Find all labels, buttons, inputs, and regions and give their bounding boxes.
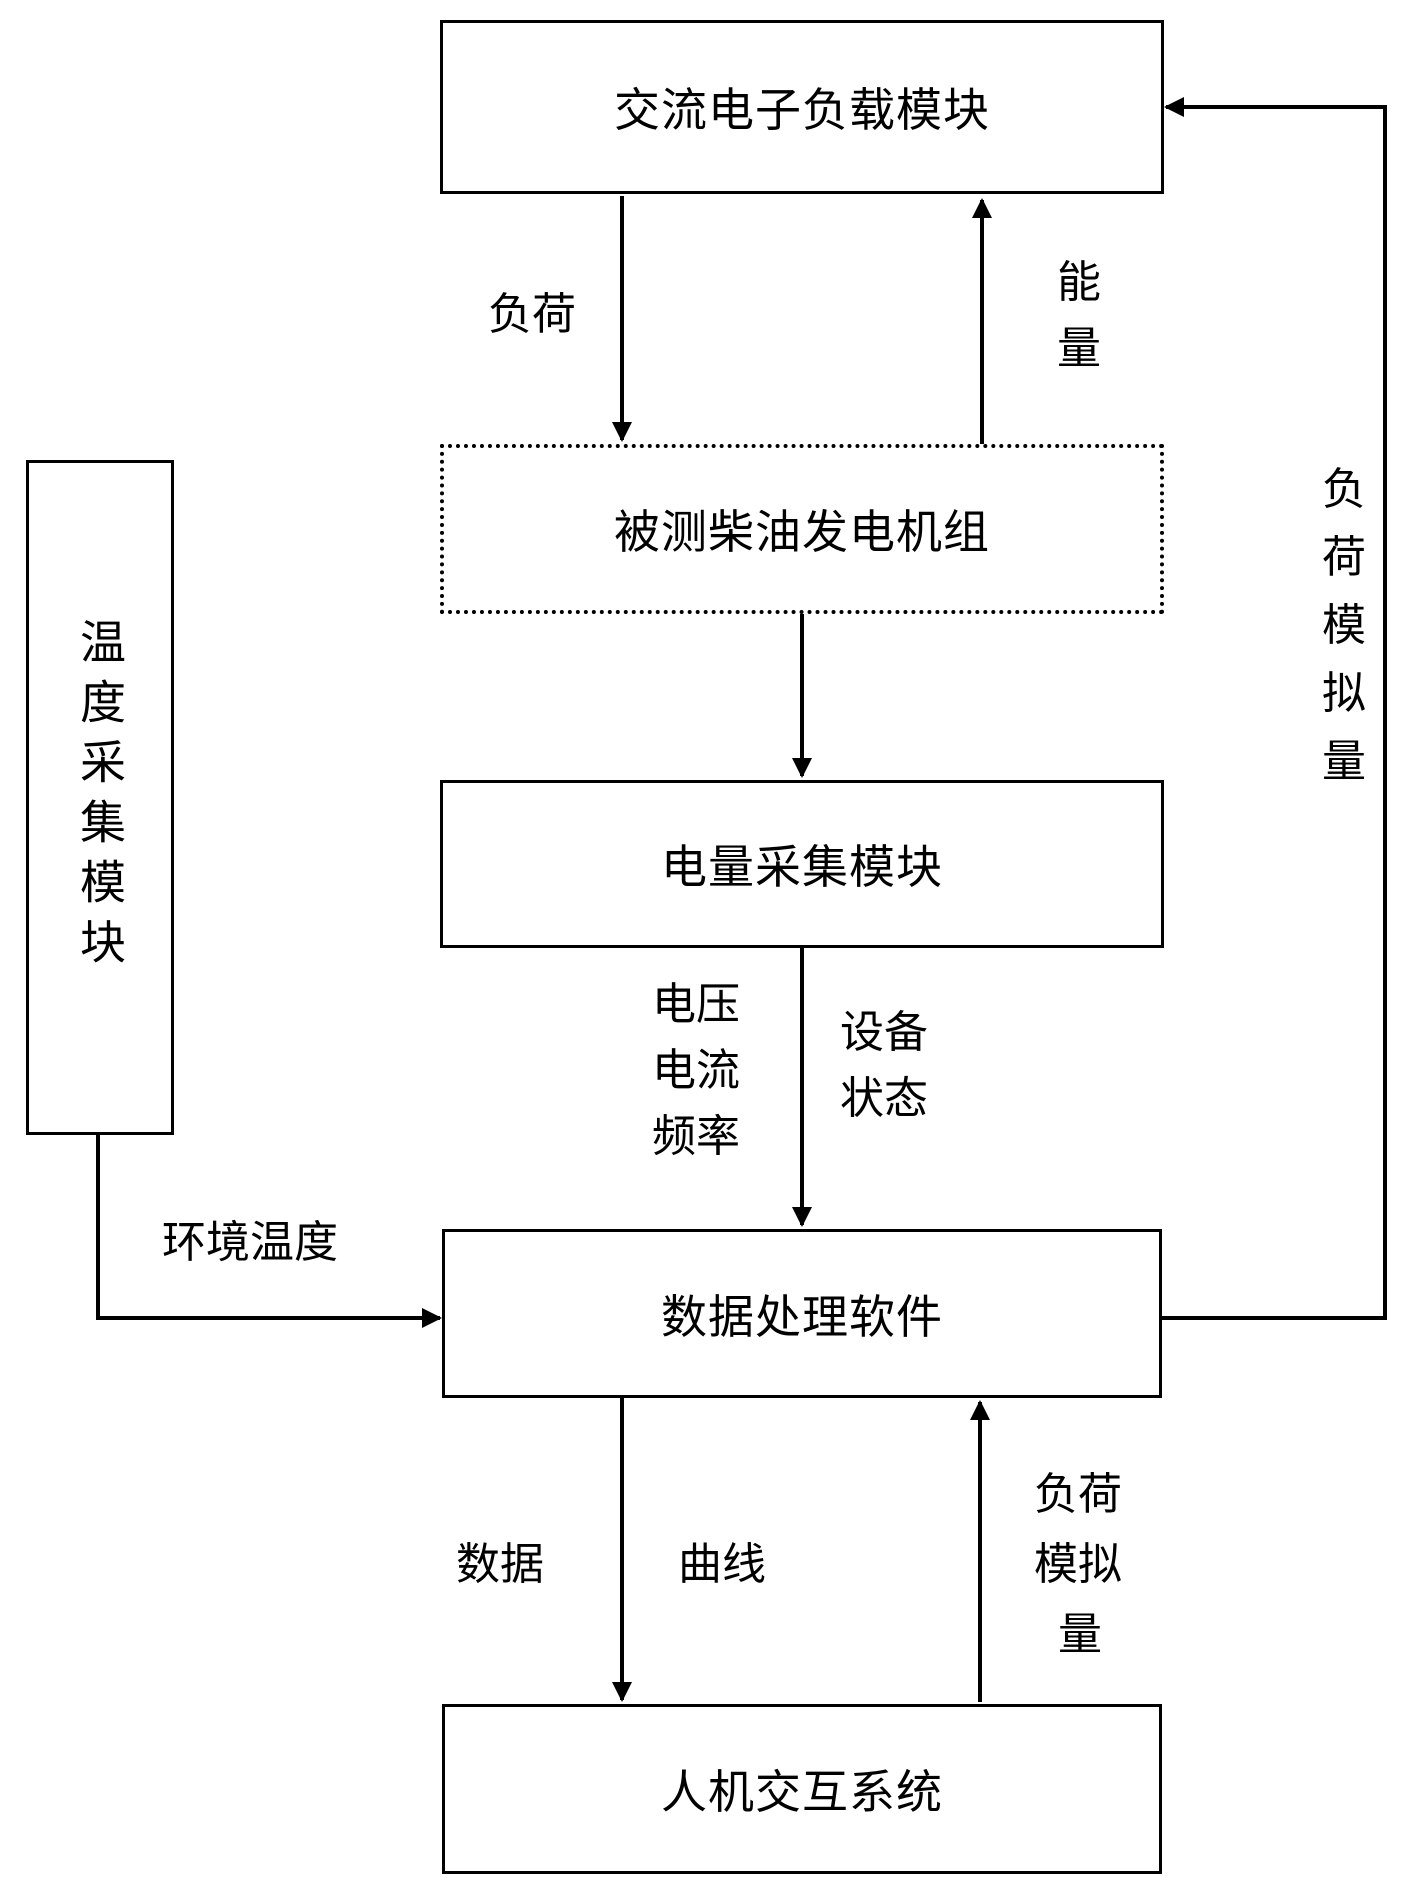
ac-load-module-box: 交流电子负载模块 — [440, 20, 1164, 194]
power-acquisition-module-box: 电量采集模块 — [440, 780, 1164, 948]
data-processing-software-label: 数据处理软件 — [661, 1289, 943, 1344]
ac-load-module-label: 交流电子负载模块 — [614, 83, 990, 137]
edge-label-ambient-temperature: 环境温度 — [162, 1217, 338, 1268]
arrow-temp-to-software — [96, 1135, 442, 1328]
power-acquisition-module-label: 电量采集模块 — [661, 840, 943, 894]
data-processing-software-box: 数据处理软件 — [442, 1229, 1162, 1398]
edge-label-device-status-2: 状态 — [840, 1073, 928, 1124]
temperature-acquisition-module-box: 温度采集模块 — [26, 460, 174, 1135]
edge-label-current: 电流 — [652, 1045, 740, 1096]
edge-label-load-simulation-bottom-3: 量 — [1058, 1609, 1102, 1660]
edge-label-energy-1: 能 — [1057, 257, 1101, 308]
edge-label-energy-2: 量 — [1057, 323, 1101, 374]
arrow-software-to-load — [1162, 97, 1387, 1320]
edge-label-load-simulation-right: 负荷模拟量 — [1322, 464, 1366, 787]
generator-set-box: 被测柴油发电机组 — [440, 444, 1164, 614]
edge-label-curve: 曲线 — [678, 1539, 766, 1590]
edge-label-load: 负荷 — [488, 289, 576, 340]
edge-label-load-simulation-bottom-2: 模拟 — [1034, 1539, 1122, 1590]
edge-label-voltage: 电压 — [652, 979, 740, 1030]
temperature-acquisition-module-label: 温度采集模块 — [73, 617, 127, 978]
generator-set-label: 被测柴油发电机组 — [614, 505, 990, 559]
hmi-system-label: 人机交互系统 — [661, 1765, 943, 1819]
edge-label-frequency: 频率 — [652, 1111, 740, 1162]
hmi-system-box: 人机交互系统 — [442, 1704, 1162, 1874]
edge-label-load-simulation-bottom-1: 负荷 — [1034, 1469, 1122, 1520]
edge-label-device-status-1: 设备 — [840, 1007, 928, 1058]
edge-label-data: 数据 — [456, 1539, 544, 1590]
